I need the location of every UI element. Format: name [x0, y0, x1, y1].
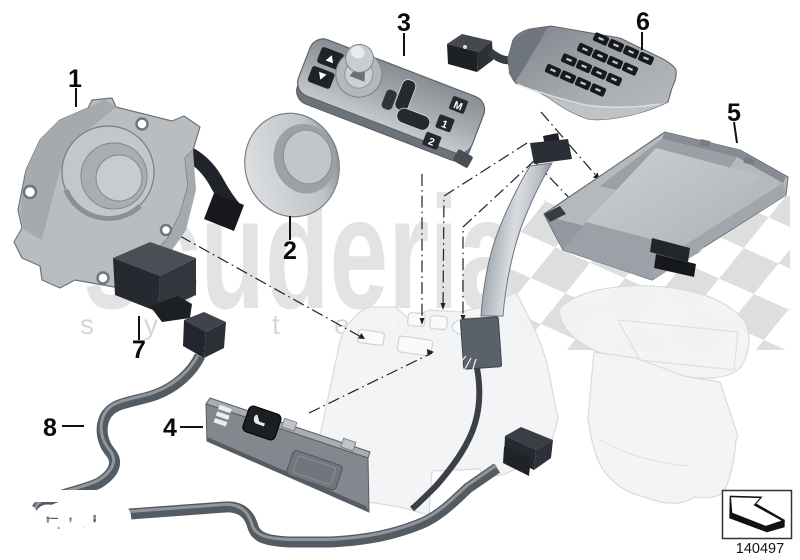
svg-text:s: s: [80, 309, 94, 340]
svg-text:1: 1: [440, 118, 450, 131]
svg-text:2: 2: [283, 237, 297, 265]
svg-text:3: 3: [397, 9, 411, 37]
svg-text:8: 8: [43, 414, 57, 442]
svg-text:5: 5: [727, 99, 741, 127]
svg-text:1: 1: [68, 65, 82, 93]
svg-text:2: 2: [426, 136, 436, 149]
svg-text:140497: 140497: [736, 541, 784, 557]
svg-text:4: 4: [163, 414, 177, 442]
svg-text:7: 7: [132, 336, 146, 364]
svg-text:y: y: [144, 309, 158, 340]
svg-text:t: t: [272, 309, 280, 340]
svg-text:6: 6: [636, 8, 650, 36]
